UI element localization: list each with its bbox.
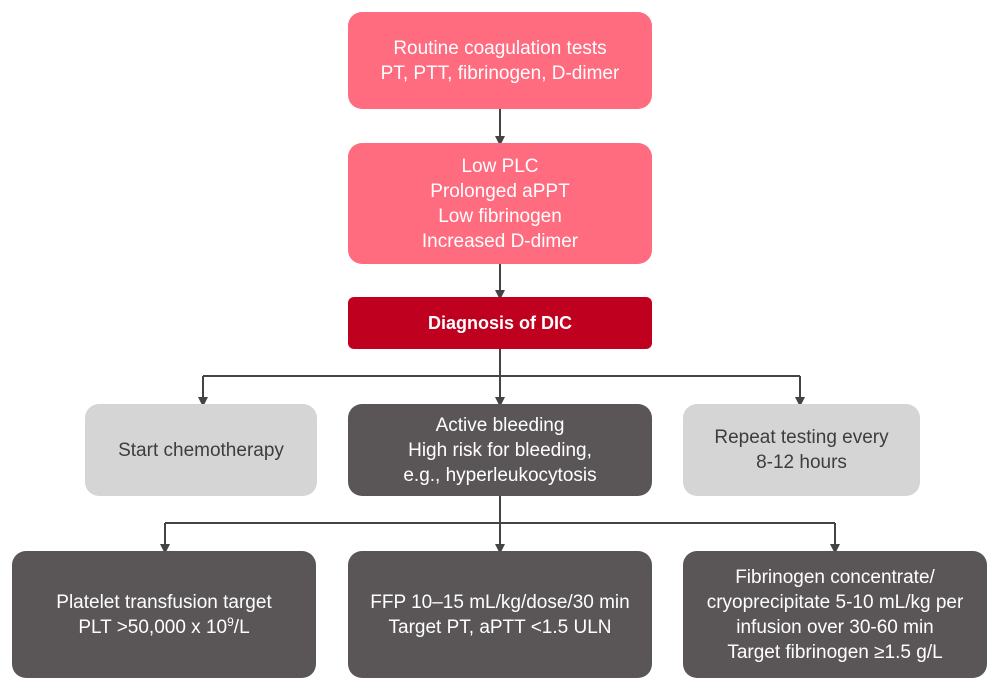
platelet-target-prefix: PLT >50,000 x 10 <box>78 616 228 638</box>
node-text-line: Low PLC <box>461 155 539 177</box>
node-text-line: FFP 10–15 mL/kg/dose/30 min <box>370 591 630 613</box>
node-text-line: Routine coagulation tests <box>393 37 607 59</box>
node-lab-findings: Low PLC Prolonged aPPT Low fibrinogen In… <box>348 143 652 264</box>
node-text-line: Active bleeding <box>435 414 565 436</box>
node-text-line: Platelet transfusion target <box>56 591 272 613</box>
node-fibrinogen-concentrate: Fibrinogen concentrate/ cryoprecipitate … <box>683 551 987 678</box>
node-text-line: Start chemotherapy <box>118 439 284 461</box>
node-text-line: Prolonged aPPT <box>430 180 570 202</box>
node-routine-coagulation-tests: Routine coagulation tests PT, PTT, fibri… <box>348 12 652 109</box>
node-platelet-transfusion: Platelet transfusion target PLT >50,000 … <box>12 551 316 678</box>
node-text-line: Repeat testing every <box>714 427 889 448</box>
platelet-target-exponent: 9 <box>227 614 234 629</box>
node-text-line: Target fibrinogen ≥1.5 g/L <box>727 641 943 663</box>
node-ffp: FFP 10–15 mL/kg/dose/30 min Target PT, a… <box>348 551 652 678</box>
node-text-line: Target PT, aPTT <1.5 ULN <box>388 616 612 638</box>
node-active-bleeding: Active bleeding High risk for bleeding, … <box>348 404 652 496</box>
node-text-line: Increased D-dimer <box>421 230 579 252</box>
node-text-line: PT, PTT, fibrinogen, D-dimer <box>380 62 620 84</box>
node-start-chemotherapy: Start chemotherapy <box>85 404 317 496</box>
node-text-line: Low fibrinogen <box>438 205 562 227</box>
node-text-line: High risk for bleeding, <box>408 439 592 461</box>
node-text-line: 8-12 hours <box>756 452 847 473</box>
node-repeat-testing: Repeat testing every 8-12 hours <box>683 404 920 496</box>
node-text-line: e.g., hyperleukocytosis <box>403 464 597 486</box>
node-text-line: PLT >50,000 x 109/L <box>78 615 249 640</box>
platelet-target-unit: /L <box>233 616 250 638</box>
node-diagnosis-of-dic: Diagnosis of DIC <box>348 297 652 349</box>
node-text-line: infusion over 30-60 min <box>736 616 934 638</box>
node-text-line: Fibrinogen concentrate/ <box>735 566 935 588</box>
node-text-line: Diagnosis of DIC <box>427 312 572 333</box>
node-text-line: cryoprecipitate 5-10 mL/kg per <box>706 591 964 613</box>
